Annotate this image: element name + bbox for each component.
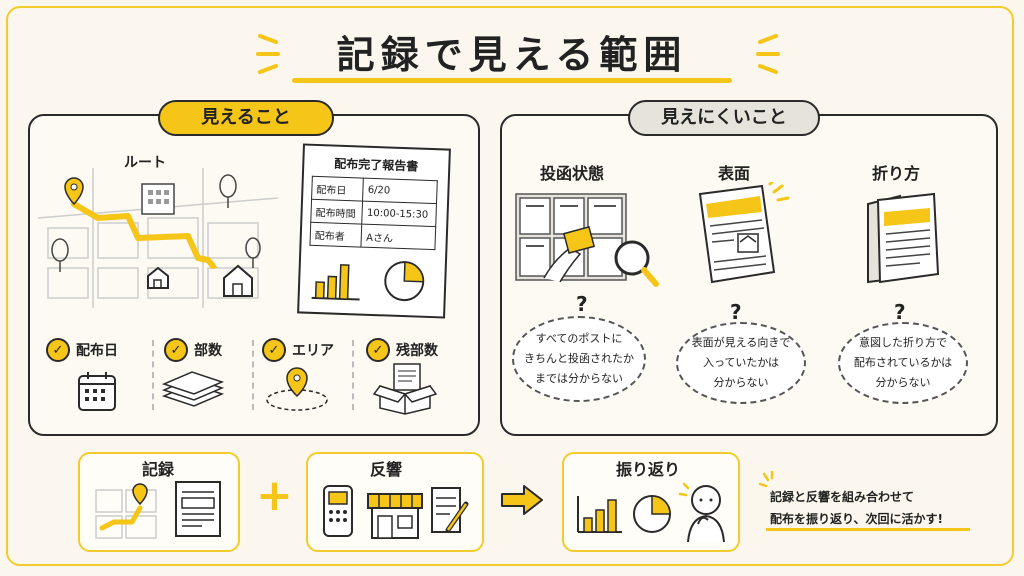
check-icon: ✓	[164, 338, 188, 362]
review-icons	[577, 482, 725, 543]
check-label: 配布日	[76, 343, 118, 359]
question-mark: ?	[894, 300, 906, 324]
report-value: 10:00-15:30	[362, 201, 437, 227]
response-icons	[323, 485, 469, 539]
thought-bubble-folding: 意図した折り方で配布されているかは分からない	[838, 322, 968, 404]
page-frame	[6, 6, 1014, 566]
note-line-1: 記録と反響を組み合わせて	[770, 490, 915, 504]
title-sparkle-right-icon	[756, 34, 780, 74]
bubble-line: すべてのポストに	[535, 332, 623, 345]
review-label: 振り返り	[616, 460, 681, 479]
bubble-line: 意図した折り方で	[858, 336, 947, 349]
check-icon: ✓	[262, 338, 286, 362]
check-label: 残部数	[396, 343, 438, 359]
record-label: 記録	[142, 460, 175, 479]
check-item-area: ✓ エリア	[262, 338, 334, 362]
report-value: 6/20	[362, 178, 438, 204]
bubble-line: 表面が見える向きで	[691, 336, 791, 349]
check-item-copies: ✓ 部数	[164, 338, 222, 362]
report-value: Aさん	[361, 224, 436, 250]
record-map-document-icon	[95, 481, 221, 539]
check-label: エリア	[292, 343, 334, 359]
check-item-remaining: ✓ 残部数	[366, 338, 438, 362]
paper-stack-icon	[161, 371, 225, 407]
hidden-heading: 見えにくいこと	[628, 100, 820, 136]
question-mark: ?	[576, 292, 588, 316]
divider	[252, 340, 254, 410]
mailbox-magnifier-icon	[515, 193, 659, 287]
phone-icon	[323, 485, 353, 537]
memo-pen-icon	[431, 487, 469, 533]
report-key: 配布時間	[310, 199, 363, 225]
title-underline	[292, 78, 732, 83]
thought-bubble-posting: すべてのポストにきちんと投函されたかまでは分からない	[512, 316, 646, 402]
check-label: 部数	[194, 343, 222, 359]
pie-chart-icon	[633, 495, 671, 533]
flyer-front-icon	[698, 182, 790, 284]
divider	[352, 340, 354, 410]
check-icon: ✓	[46, 338, 70, 362]
thinking-person-icon	[678, 482, 725, 543]
title-sparkle-left-icon	[256, 34, 280, 74]
summary-note: 記録と反響を組み合わせて 配布を振り返り、次回に活かす!	[770, 486, 943, 530]
route-map-illustration	[38, 168, 279, 308]
folded-flyer-icon	[867, 192, 940, 284]
shop-icon	[367, 493, 423, 539]
bubble-line: 入っていたかは	[702, 356, 779, 369]
route-label: ルート	[124, 155, 166, 171]
note-sparkle-icon	[758, 470, 774, 488]
arrow-right-icon	[501, 485, 543, 515]
area-pin-icon	[266, 367, 328, 411]
bar-chart-icon	[577, 496, 622, 533]
bubble-line: きちんと投函されたか	[524, 352, 634, 365]
bubble-line: 分からない	[713, 376, 769, 389]
question-mark: ?	[730, 300, 742, 324]
visible-heading: 見えること	[158, 100, 334, 136]
note-underline	[766, 528, 970, 531]
check-icon: ✓	[366, 338, 390, 362]
report-title: 配布完了報告書	[334, 156, 419, 174]
divider	[152, 340, 154, 410]
report-charts-icon	[311, 261, 425, 302]
column-label-folding: 折り方	[872, 164, 921, 183]
bubble-line: までは分からない	[535, 372, 623, 385]
thought-bubble-front: 表面が見える向きで入っていたかは分からない	[676, 322, 806, 404]
check-item-date: ✓ 配布日	[46, 338, 118, 362]
column-label-front: 表面	[718, 164, 751, 183]
note-line-2: 配布を振り返り、次回に活かす!	[770, 512, 943, 526]
report-key: 配布者	[309, 222, 363, 248]
bubble-line: 配布されているかは	[853, 356, 953, 369]
column-label-posting: 投函状態	[540, 164, 605, 183]
page-title: 記録で見える範囲	[336, 33, 688, 77]
plus-sign: +	[256, 470, 293, 521]
response-label: 反響	[370, 460, 403, 479]
calendar-icon	[78, 372, 116, 411]
report-key: 配布日	[311, 176, 364, 202]
open-box-icon	[372, 363, 438, 415]
bubble-line: 分からない	[875, 376, 931, 389]
